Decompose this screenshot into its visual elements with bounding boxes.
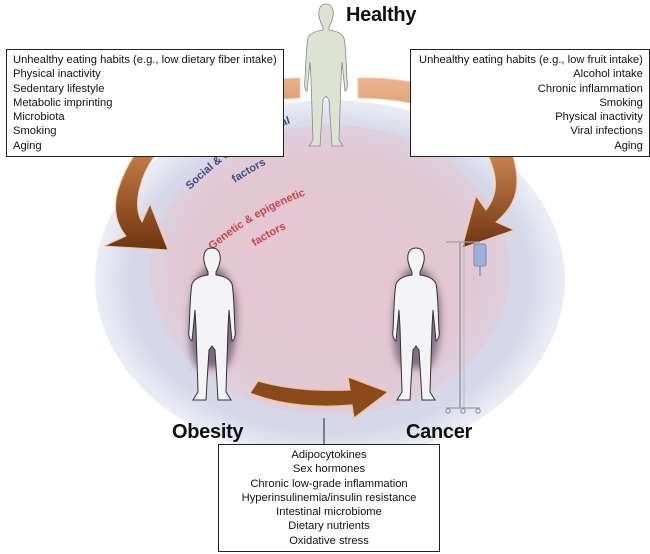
list-item: Sedentary lifestyle <box>13 82 105 95</box>
risk-factors-cancer-box: Unhealthy eating habits (e.g., low fruit… <box>410 49 650 158</box>
obesity-cancer-mechanisms-box: Adipocytokines Sex hormones Chronic low-… <box>218 444 440 553</box>
list-item: Dietary nutrients <box>288 520 370 533</box>
list-item: Smoking <box>13 125 57 138</box>
healthy-person-figure <box>304 3 348 147</box>
cancer-label: Cancer <box>406 421 473 443</box>
healthy-label: Healthy <box>346 4 417 26</box>
list-item: Oxidative stress <box>289 534 369 547</box>
list-item: Hyperinsulinemia/insulin resistance <box>241 491 417 504</box>
list-item: Chronic inflammation <box>537 82 643 95</box>
risk-factors-obesity-box: Unhealthy eating habits (e.g., low dieta… <box>6 49 284 158</box>
list-item: Metabolic imprinting <box>13 96 113 109</box>
arrow-obesity-to-cancer <box>249 376 390 420</box>
list-item: Alcohol intake <box>573 68 643 81</box>
list-item: Physical inactivity <box>555 111 643 124</box>
list-item: Sex hormones <box>292 463 366 476</box>
list-item: Smoking <box>599 96 643 109</box>
list-item: Intestinal microbiome <box>276 506 382 519</box>
list-item: Aging <box>13 139 42 152</box>
list-item: Unhealthy eating habits (e.g., low dieta… <box>13 54 277 66</box>
list-item: Adipocytokines <box>291 449 367 461</box>
list-item: Chronic low-grade inflammation <box>250 477 408 490</box>
iv-drip-stand-icon <box>445 241 487 414</box>
list-item: Physical inactivity <box>13 68 101 81</box>
cancer-person-figure <box>392 247 441 401</box>
obesity-label: Obesity <box>172 421 244 443</box>
list-item: Viral infections <box>570 125 643 138</box>
list-item: Aging <box>614 139 643 152</box>
obesity-person-figure <box>188 247 237 401</box>
list-item: Unhealthy eating habits (e.g., low fruit… <box>419 54 643 66</box>
list-item: Microbiota <box>13 111 65 124</box>
